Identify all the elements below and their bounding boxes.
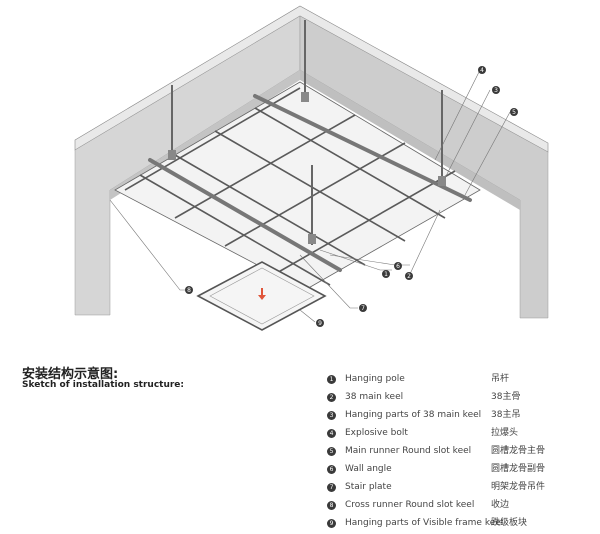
svg-text:2: 2 bbox=[407, 273, 411, 280]
legend-label-cn: 圆槽龙骨主骨 bbox=[491, 446, 546, 456]
hanging-poles bbox=[171, 20, 443, 245]
legend-item: 9 Hanging parts of Visible frame keel 跌级… bbox=[327, 516, 597, 534]
svg-text:4: 4 bbox=[480, 67, 484, 74]
svg-text:8: 8 bbox=[187, 287, 191, 294]
legend-label-cn: 圆槽龙骨副骨 bbox=[491, 464, 546, 474]
legend-number-badge: 9 bbox=[327, 519, 336, 528]
right-wall-inner bbox=[300, 70, 520, 210]
callout-2: 2 bbox=[405, 272, 413, 280]
legend-item: 5 Main runner Round slot keel 圆槽龙骨主骨 bbox=[327, 444, 597, 462]
legend-label-cn: 跌级板块 bbox=[491, 518, 528, 528]
legend-label-cn: 38主吊 bbox=[491, 410, 521, 420]
legend-label-cn: 收边 bbox=[491, 500, 510, 510]
callout-6: 6 bbox=[394, 262, 402, 270]
legend-label-en: Hanging parts of Visible frame keel bbox=[345, 518, 504, 528]
sketch-title-cn: 安装结构示意图: bbox=[22, 367, 119, 382]
legend-label-en: Wall angle bbox=[345, 464, 392, 474]
callout-4: 4 bbox=[478, 66, 486, 74]
callout-9: 9 bbox=[316, 319, 324, 327]
legend-item: 2 38 main keel 38主骨 bbox=[327, 390, 597, 408]
down-arrow-icon bbox=[258, 288, 266, 300]
installation-diagram: 4 3 5 1 6 2 7 8 9 bbox=[74, 5, 549, 331]
legend-number-badge: 1 bbox=[327, 375, 336, 384]
callout-3: 3 bbox=[492, 86, 500, 94]
legend-label-cn: 38主骨 bbox=[491, 392, 521, 402]
legend-label-en: 38 main keel bbox=[345, 392, 404, 402]
legend-label-cn: 吊杆 bbox=[491, 374, 510, 384]
legend-item: 6 Wall angle 圆槽龙骨副骨 bbox=[327, 462, 597, 480]
legend-label-cn: 拉爆头 bbox=[491, 428, 519, 438]
legend-label-en: Hanging parts of 38 main keel bbox=[345, 410, 482, 420]
stair-plate-inner bbox=[209, 267, 315, 325]
legend-label-en: Cross runner Round slot keel bbox=[345, 500, 475, 510]
legend-item: 3 Hanging parts of 38 main keel 38主吊 bbox=[327, 408, 597, 426]
legend-label-en: Stair plate bbox=[345, 482, 392, 492]
legend-item: 4 Explosive bolt 拉爆头 bbox=[327, 426, 597, 444]
callout-7: 7 bbox=[359, 304, 367, 312]
legend-item: 7 Stair plate 明架龙骨吊件 bbox=[327, 480, 597, 498]
legend-number-badge: 2 bbox=[327, 393, 336, 402]
svg-text:7: 7 bbox=[361, 305, 365, 312]
svg-text:3: 3 bbox=[494, 87, 498, 94]
legend-label-en: Main runner Round slot keel bbox=[345, 446, 472, 456]
legend-number-badge: 8 bbox=[327, 501, 336, 510]
callout-8: 8 bbox=[185, 286, 193, 294]
callout-5: 5 bbox=[510, 108, 518, 116]
legend-number-badge: 3 bbox=[327, 411, 336, 420]
legend-item: 1 Hanging pole 吊杆 bbox=[327, 372, 597, 390]
svg-text:9: 9 bbox=[318, 320, 322, 327]
sketch-title-en: Sketch of installation structure: bbox=[22, 380, 185, 390]
legend-label-en: Explosive bolt bbox=[345, 428, 408, 438]
svg-text:5: 5 bbox=[512, 109, 516, 116]
callout-1: 1 bbox=[382, 270, 390, 278]
legend-item: 8 Cross runner Round slot keel 收边 bbox=[327, 498, 597, 516]
legend-label-en: Hanging pole bbox=[345, 374, 405, 384]
legend-number-badge: 6 bbox=[327, 465, 336, 474]
pole-hangers bbox=[168, 92, 446, 244]
svg-text:6: 6 bbox=[396, 263, 400, 270]
legend-number-badge: 4 bbox=[327, 429, 336, 438]
legend-label-cn: 明架龙骨吊件 bbox=[491, 482, 546, 492]
main-keel-bars bbox=[148, 94, 472, 272]
legend-number-badge: 7 bbox=[327, 483, 336, 492]
legend-number-badge: 5 bbox=[327, 447, 336, 456]
ceiling-plane bbox=[114, 81, 481, 291]
svg-text:1: 1 bbox=[384, 271, 388, 278]
